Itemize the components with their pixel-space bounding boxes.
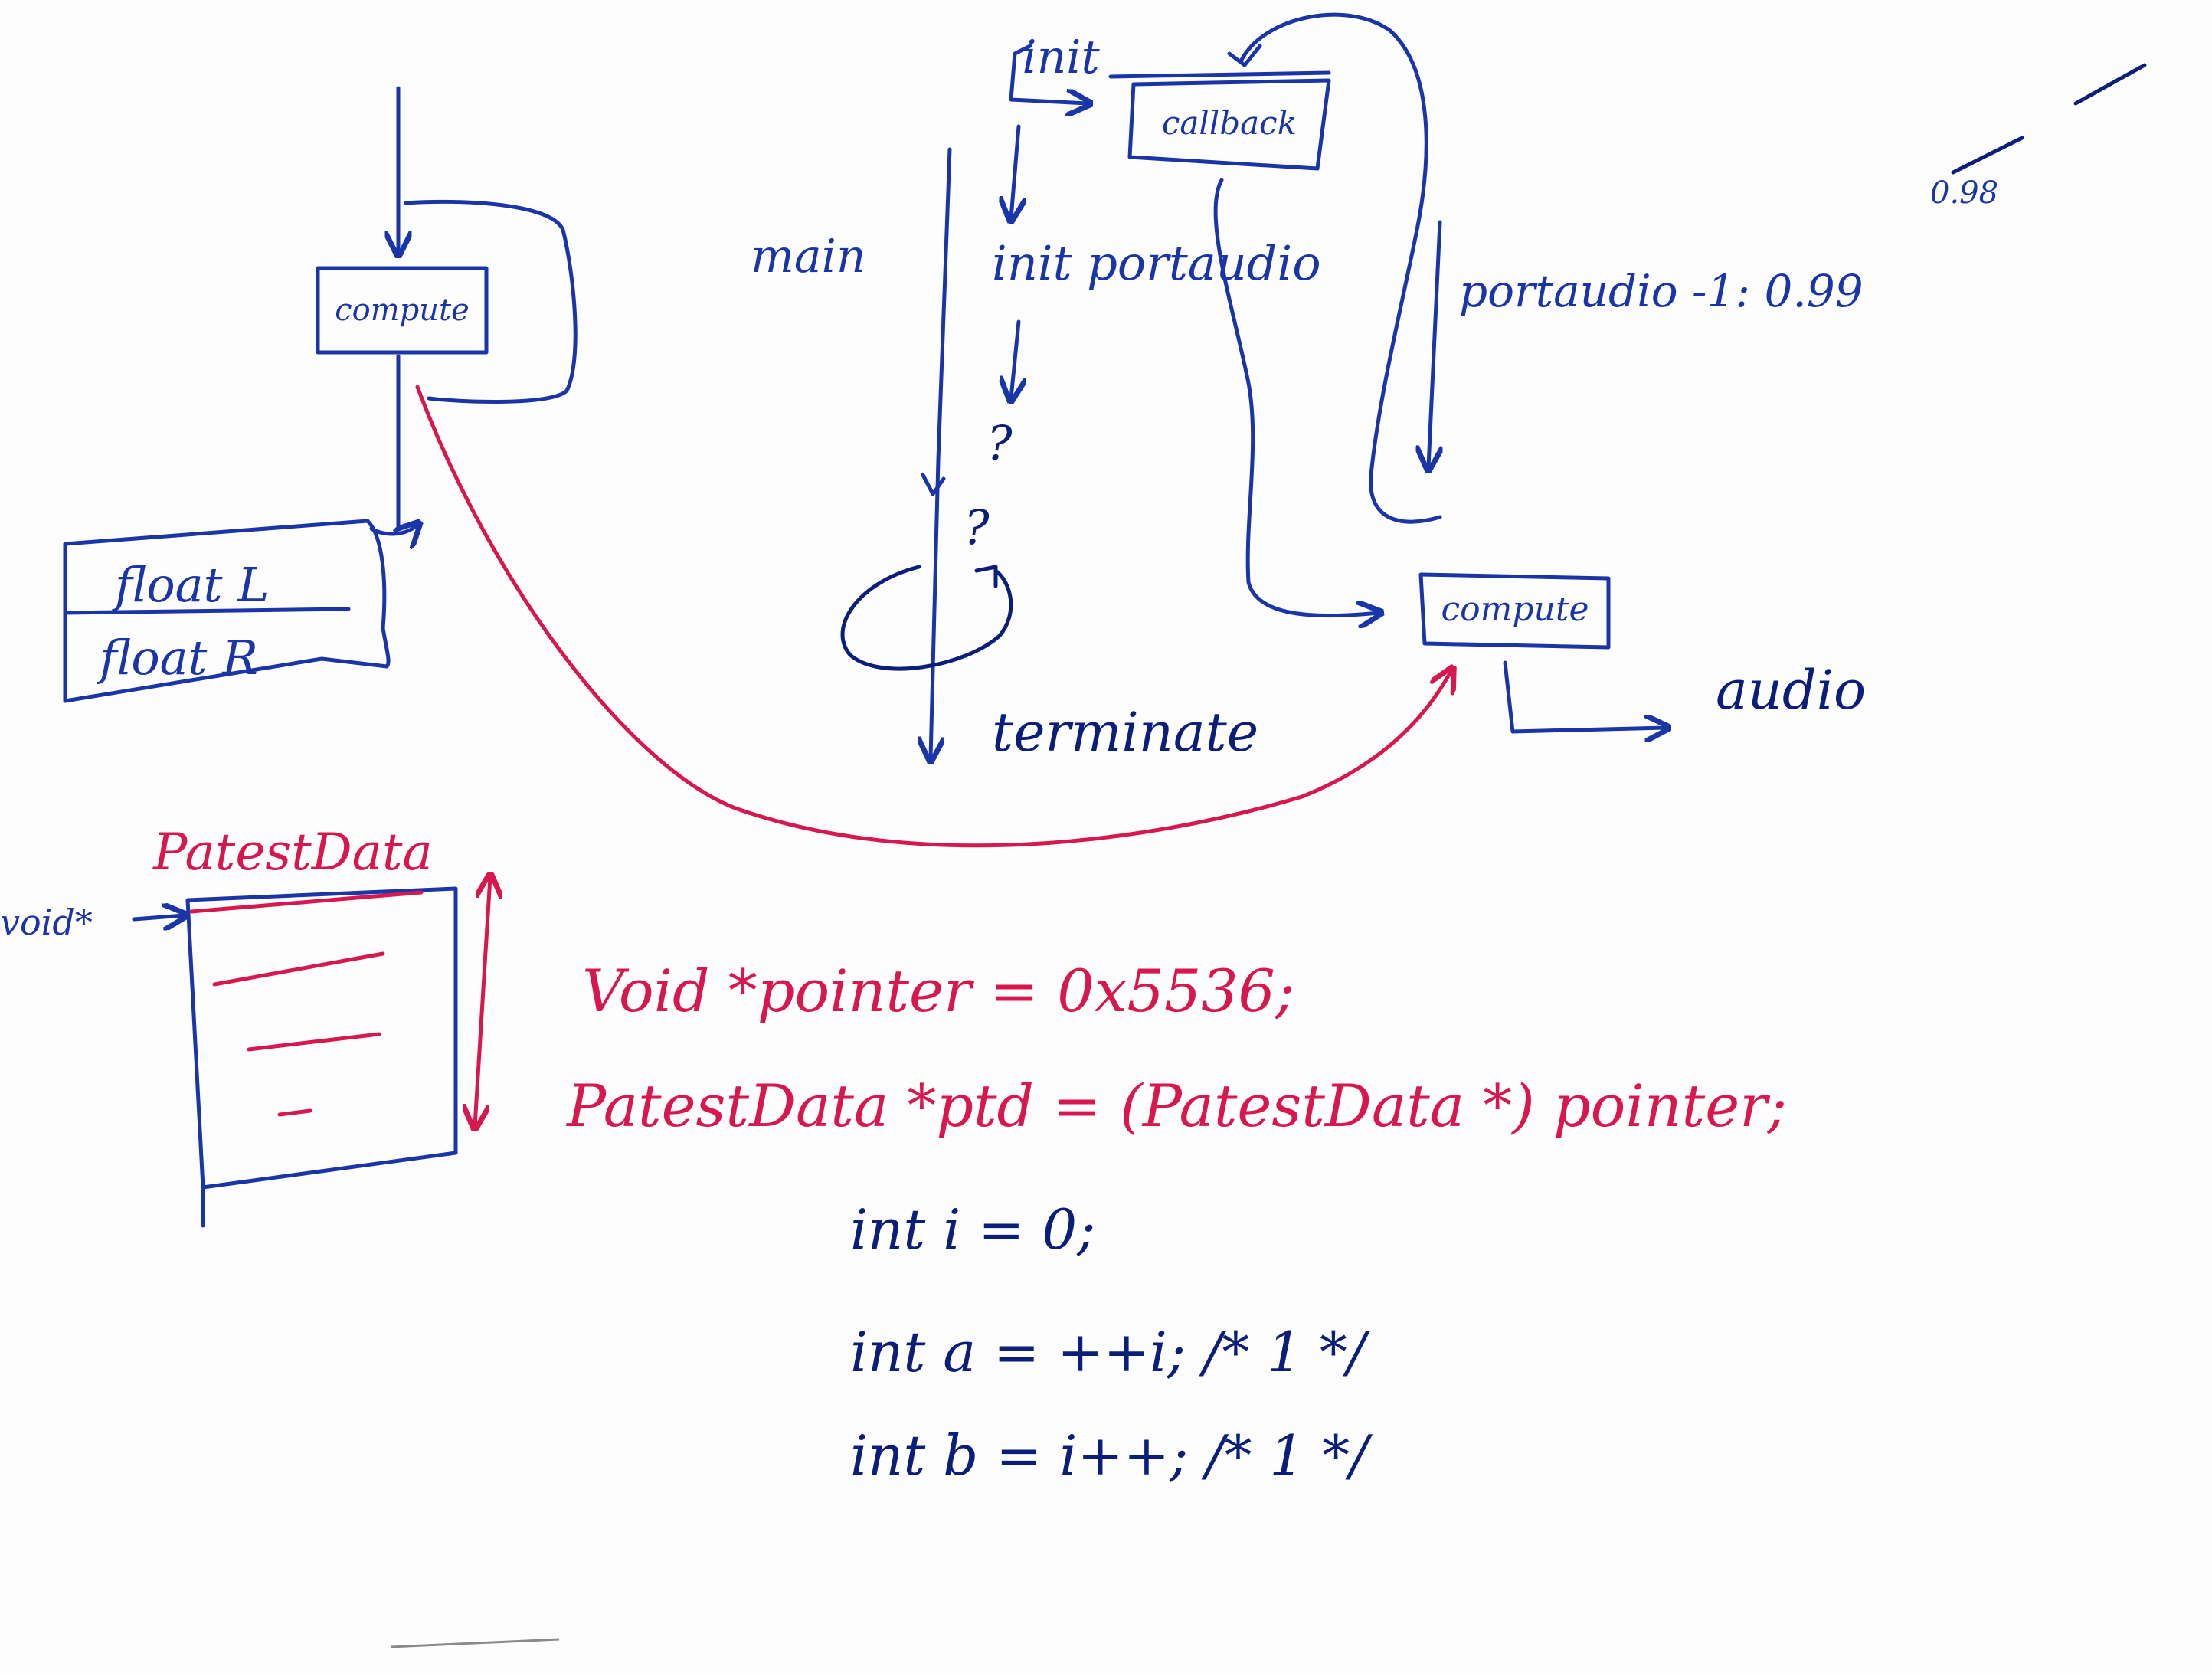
struct-size-arrow [475,877,490,1126]
struct-field-line-1 [212,951,385,987]
struct-top-line [189,890,424,914]
init-overline [1108,70,1331,79]
portaudio-divider [1428,220,1440,467]
right-compute-box [1418,572,1611,650]
callback-to-compute-line [1213,178,1379,616]
top-flow: init callback main init portaudio ? ? te… [751,12,2147,764]
main-label: main [751,230,866,283]
code-line-3: int i = 0; [850,1197,1095,1262]
struct-field-line-3 [277,1108,312,1117]
code-line-1: Void *pointer = 0x5536; [582,957,1295,1025]
float-struct-divider [63,607,351,615]
callback-label: callback [1162,104,1297,142]
struct-diagram: PatestData void* [0,823,490,1228]
portaudio-down-arrow [1011,319,1019,398]
callback-loop [1239,12,1442,524]
question-mark-2: ? [964,499,990,555]
code-line-5: int b = i++; /* 1 */ [850,1423,1373,1488]
event-loop-arrowhead [974,565,998,588]
float-field-2: float R [97,630,258,686]
struct-memory-block [185,886,458,1190]
audio-label: audio [1716,659,1866,722]
init-portaudio-label: init portaudio [992,235,1321,291]
red-compute-curve [415,385,1451,848]
main-timeline [931,147,952,758]
code-line-2: PatestData *ptd = (PatestData *) pointer… [565,1072,1787,1140]
right-compute-label: compute [1441,590,1589,629]
float-field-1: float L [112,557,269,613]
init-label: init [1022,31,1100,84]
callback-loop-arrowhead [1227,44,1262,67]
value-098-label: 0.98 [1930,175,1998,211]
board-smudge [390,1638,560,1648]
code-line-4: int a = ++i; /* 1 */ [850,1320,1371,1384]
left-compute-label: compute [335,293,470,328]
void-pointer-arrow [132,915,184,919]
question-mark-1: ? [987,415,1013,471]
float-struct-box [63,519,391,703]
compute-to-struct-hook [369,525,417,534]
init-bracket [1009,44,1088,103]
trend-line-upper [2073,63,2147,106]
compute-to-audio-arrow [1503,660,1666,732]
left-compute-box [316,266,489,355]
struct-field-line-2 [247,1032,381,1052]
main-tick [921,473,946,496]
patestdata-title: PatestData [152,823,433,882]
trend-line-lower [1951,136,2024,175]
terminate-label: terminate [992,701,1258,764]
left-flow: compute float L float R [63,86,1451,848]
init-down-arrow [1011,124,1019,218]
callback-box [1127,78,1331,171]
event-loop-circle [840,565,1013,671]
code-block: Void *pointer = 0x5536; PatestData *ptd … [565,957,1787,1488]
left-loop-line [404,199,578,404]
void-pointer-label: void* [0,902,93,943]
portaudio-range-label: portaudio -1: 0.99 [1459,265,1864,317]
